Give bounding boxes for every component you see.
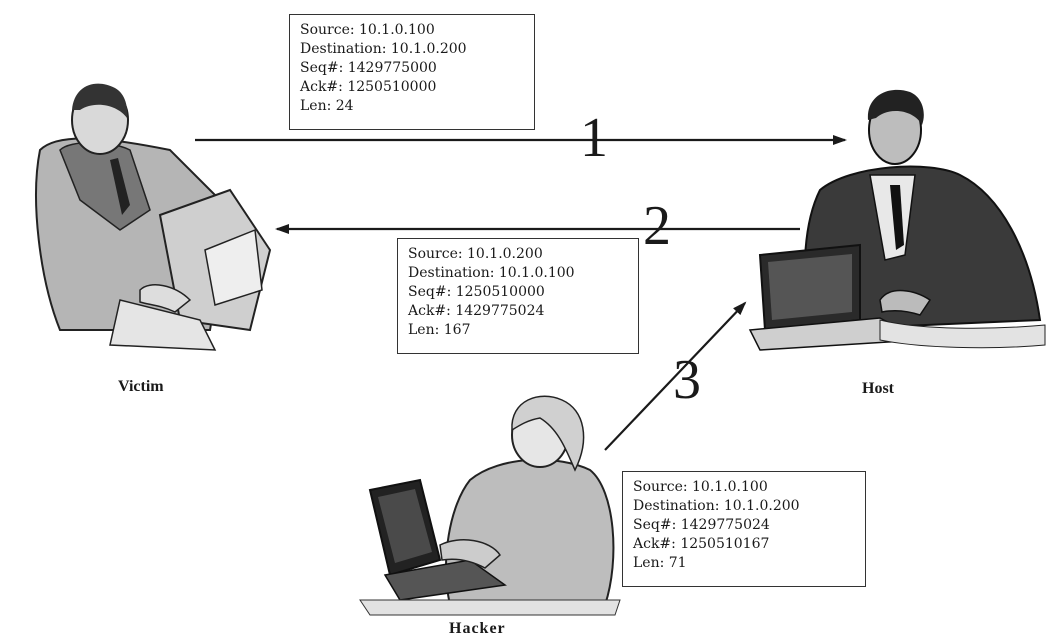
host-label: Host xyxy=(862,380,894,397)
packet-ack: Ack#: 1250510000 xyxy=(300,79,437,95)
packet-box-3: Source: 10.1.0.100 Destination: 10.1.0.2… xyxy=(622,471,866,587)
hacker-illustration xyxy=(359,395,621,616)
packet-seq: Seq#: 1429775024 xyxy=(633,517,770,533)
packet-len: Len: 24 xyxy=(300,98,354,114)
victim-label: Victim xyxy=(118,378,164,395)
step-number-2: 2 xyxy=(643,195,671,257)
packet-len: Len: 71 xyxy=(633,555,687,571)
packet-seq: Seq#: 1429775000 xyxy=(300,60,437,76)
packet-ack: Ack#: 1250510167 xyxy=(633,536,770,552)
packet-ack: Ack#: 1429775024 xyxy=(408,303,545,319)
packet-source: Source: 10.1.0.100 xyxy=(300,22,435,38)
packet-source: Source: 10.1.0.200 xyxy=(408,246,543,262)
step-number-1: 1 xyxy=(580,107,608,169)
packet-destination: Destination: 10.1.0.100 xyxy=(408,265,575,281)
packet-destination: Destination: 10.1.0.200 xyxy=(300,41,467,57)
victim-illustration xyxy=(35,83,272,351)
host-illustration xyxy=(748,89,1046,351)
packet-destination: Destination: 10.1.0.200 xyxy=(633,498,800,514)
step-number-3: 3 xyxy=(673,349,701,411)
hacker-label: Hacker xyxy=(449,620,506,637)
packet-len: Len: 167 xyxy=(408,322,471,338)
arrow-3 xyxy=(604,301,747,451)
packet-box-2: Source: 10.1.0.200 Destination: 10.1.0.1… xyxy=(397,238,639,354)
packet-seq: Seq#: 1250510000 xyxy=(408,284,545,300)
packet-box-1: Source: 10.1.0.100 Destination: 10.1.0.2… xyxy=(289,14,535,130)
packet-source: Source: 10.1.0.100 xyxy=(633,479,768,495)
